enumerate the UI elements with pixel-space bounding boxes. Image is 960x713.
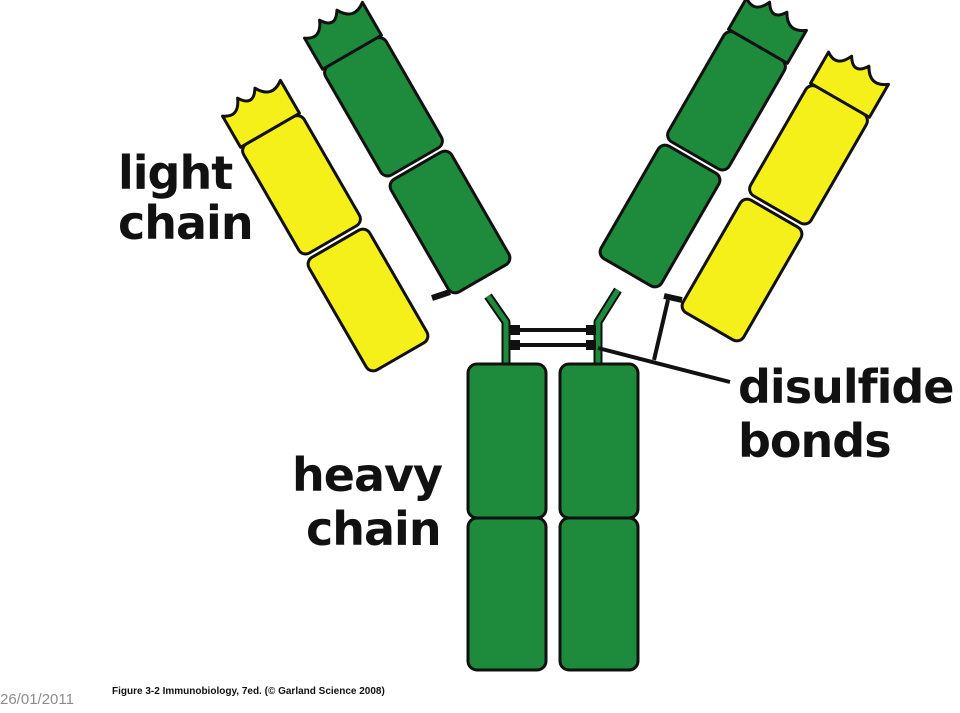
heavy-chain-ch2-domain-right (558, 362, 640, 520)
left-light-chain-binding-tip (221, 78, 301, 149)
disulfide-pointer-line-lower (597, 346, 731, 384)
heavy-chain-ch3-domain-right (558, 516, 640, 672)
slide-date: 26/01/2011 (0, 691, 74, 708)
left-light-chain (221, 78, 430, 373)
disulfide-bond-light-heavy-right (663, 293, 683, 303)
heavy-chain-label-line1: heavy (292, 448, 443, 502)
disulfide-bond-light-heavy-left (431, 289, 451, 301)
figure-caption: Figure 3-2 Immunobiology, 7ed. (© Garlan… (112, 686, 385, 697)
right-light-chain-constant-domain (680, 197, 804, 343)
left-heavy-chain-arm (303, 0, 512, 295)
right-light-chain (680, 50, 890, 343)
disulfide-bonds-label-line1: disulfide (738, 360, 954, 414)
right-heavy-chain-arm (598, 0, 808, 289)
heavy-chain-ch3-domain-left (466, 516, 548, 672)
disulfide-pointer-line-upper (652, 299, 670, 361)
disulfide-bond-end-left-lower (510, 340, 520, 350)
heavy-chain-hinge-left-fill (485, 294, 509, 364)
disulfide-bond-end-right-lower (586, 340, 596, 350)
left-heavy-chain-binding-tip (303, 0, 383, 71)
disulfide-bond-end-left-upper (510, 325, 520, 335)
right-light-chain-binding-tip (809, 50, 890, 119)
light-chain-label-line2: chain (118, 196, 254, 250)
light-chain-label-line1: light (118, 146, 233, 200)
disulfide-bonds-label-line2: bonds (738, 414, 892, 468)
left-light-chain-constant-domain (306, 227, 430, 373)
heavy-chain-label-line2: chain (306, 502, 442, 556)
left-heavy-chain-ch1-domain (388, 149, 512, 295)
light-chain-label: light chain (118, 146, 254, 250)
right-heavy-chain-binding-tip (727, 0, 808, 65)
right-heavy-chain-ch1-domain (598, 143, 722, 289)
heavy-chain-label: heavy chain (292, 448, 443, 560)
disulfide-bond-end-right-upper (586, 325, 596, 335)
disulfide-bonds-label: disulfide bonds (738, 364, 954, 472)
heavy-chain-ch2-domain-left (466, 362, 548, 520)
